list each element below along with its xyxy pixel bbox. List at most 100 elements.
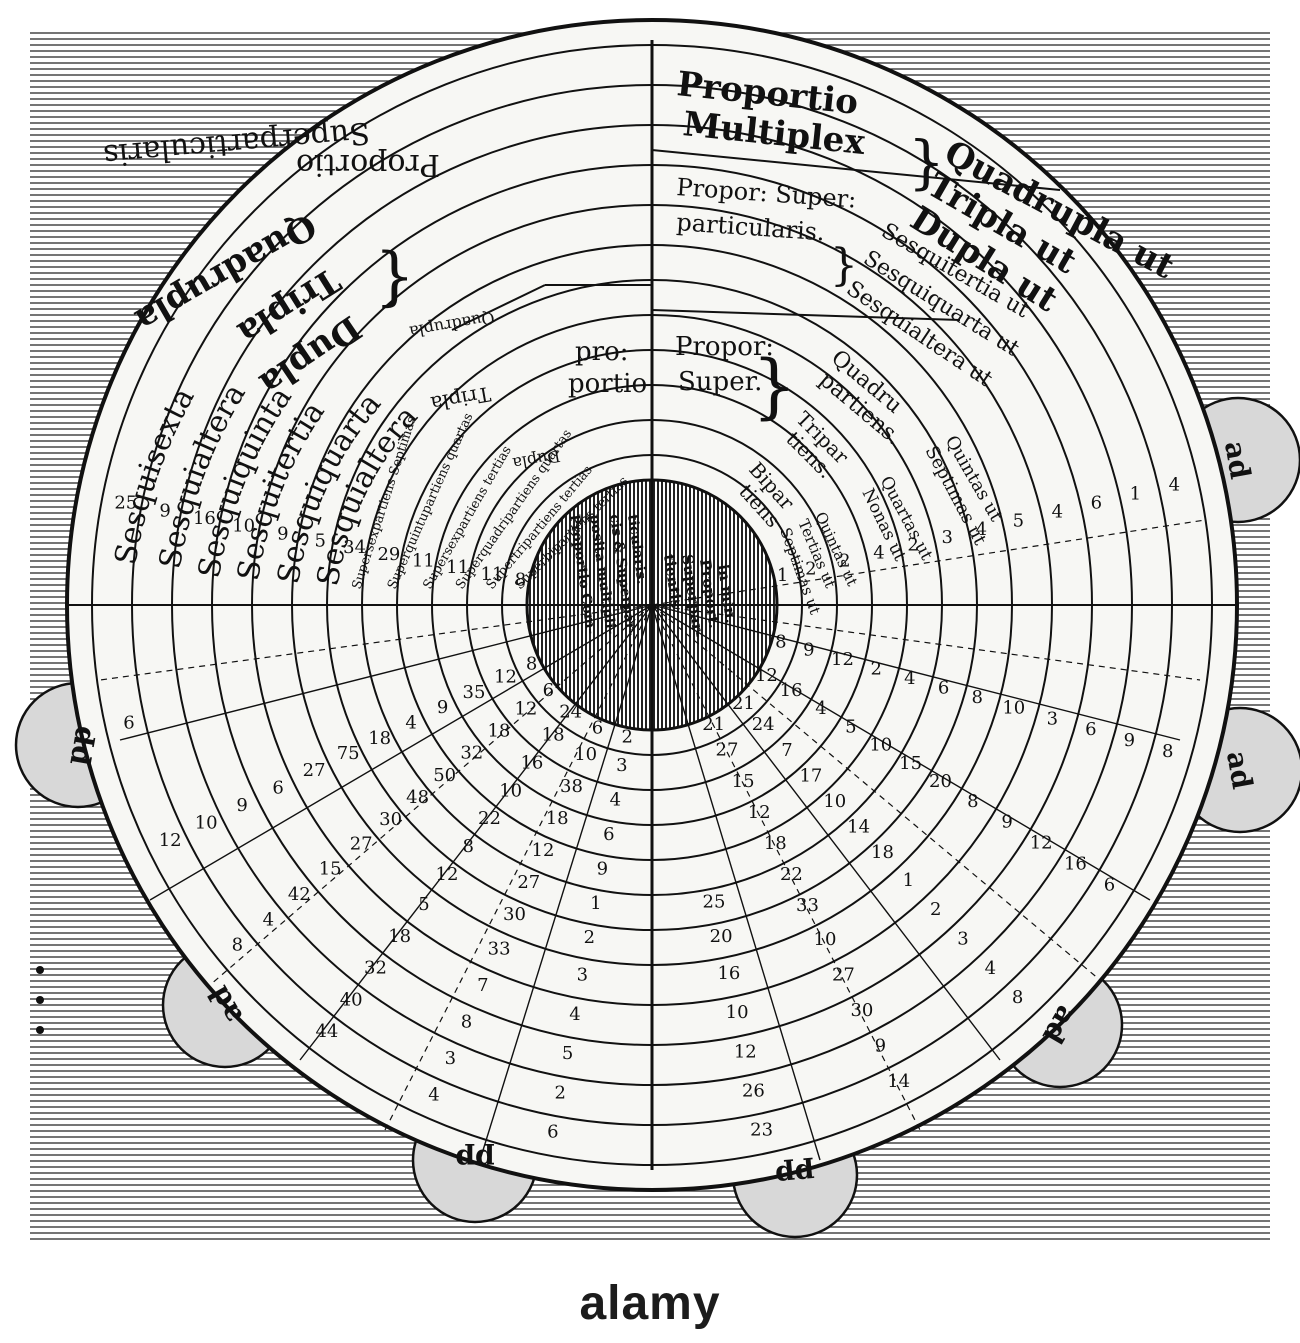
ring-number: 16: [1064, 853, 1087, 874]
ring-number: 12: [1030, 833, 1053, 854]
ring-number: 30: [503, 904, 526, 925]
ring-number: 20: [710, 926, 733, 947]
ring-number: 4: [263, 909, 274, 930]
ring-number: 2: [805, 558, 816, 579]
multiplex-brace: }: [908, 128, 945, 196]
ring-number: 12: [436, 864, 459, 885]
ring-number: 9: [1001, 812, 1012, 833]
ring-number: 29: [377, 544, 400, 565]
ring-number: 18: [871, 842, 894, 863]
lobe-label: ad: [1220, 749, 1259, 792]
ring-number: 38: [560, 776, 583, 797]
right-superpartiens-block: Propor: Super. } Quadru partiens. Quinta…: [675, 332, 1007, 617]
ring-number: 48: [406, 787, 429, 808]
ring-number: 10: [232, 516, 255, 537]
ring-number: 1: [777, 565, 788, 586]
ring-number: 32: [364, 958, 387, 979]
ring-number: 27: [350, 833, 373, 854]
ring-number: 1: [903, 870, 914, 891]
ring-number: 22: [780, 864, 803, 885]
ring-number: 3: [941, 527, 952, 548]
ring-number: 2: [554, 1082, 565, 1103]
left-inner-title-1: pro:: [575, 337, 629, 367]
ring-number: 5: [418, 894, 429, 915]
ring-number: 8: [461, 1012, 472, 1033]
ring-number: 24: [752, 714, 775, 735]
ring-number: 4: [873, 543, 884, 564]
left-super-title-1: Proportio: [296, 147, 440, 182]
ring-number: 40: [340, 989, 363, 1010]
ring-number: 12: [831, 649, 854, 670]
ring-number: 9: [1124, 730, 1135, 751]
ring-number: 10: [499, 780, 522, 801]
ring-number: 27: [303, 760, 326, 781]
ring-number: 12: [494, 667, 517, 688]
ring-number: 6: [543, 680, 554, 701]
lobe-label: pp: [774, 1156, 816, 1192]
ring-number: 22: [478, 808, 501, 829]
ring-number: 3: [616, 755, 627, 776]
ring-number: 4: [405, 713, 416, 734]
ring-number: 6: [1085, 719, 1096, 740]
ring-number: 9: [159, 500, 170, 521]
ring-number: 2: [839, 551, 850, 572]
ring-number: 44: [315, 1021, 338, 1042]
ring-number: 10: [726, 1002, 749, 1023]
ring-number: 33: [488, 939, 511, 960]
ring-number: 6: [547, 1122, 558, 1143]
ring-number: 18: [368, 728, 391, 749]
lobe-label: pp: [455, 1143, 494, 1176]
ring-number: 11: [446, 557, 469, 578]
ring-number: 8: [1162, 741, 1173, 762]
ring-number: 3: [445, 1048, 456, 1069]
ring-number: 6: [1091, 492, 1102, 513]
ring-number: 12: [159, 830, 182, 851]
ring-number: 15: [319, 859, 342, 880]
ring-number: 8: [462, 836, 473, 857]
ring-number: 3: [957, 929, 968, 950]
ring-number: 2: [930, 899, 941, 920]
ring-number: 4: [1052, 501, 1063, 522]
ring-number: 4: [985, 958, 996, 979]
right-lower-numbers: 8963108642129861612982015105416128432118…: [702, 632, 1173, 1141]
ring-number: 50: [433, 765, 456, 786]
ring-number: 33: [796, 895, 819, 916]
ring-number: 10: [1002, 697, 1025, 718]
ring-number: 8: [232, 935, 243, 956]
ring-number: 2: [621, 727, 632, 748]
ring-number: 4: [428, 1085, 439, 1106]
ring-number: 10: [814, 929, 837, 950]
ring-number: 30: [850, 1000, 873, 1021]
ring-number: 5: [562, 1043, 573, 1064]
upper-separators: [451, 149, 1061, 331]
ring-number: 4: [569, 1004, 580, 1025]
ring-number: 18: [388, 926, 411, 947]
ring-number: 6: [592, 717, 603, 738]
ring-number: 25: [703, 892, 726, 913]
watermark-bar: alamy: [0, 1262, 1300, 1343]
ring-number: 15: [899, 753, 922, 774]
ring-number: 25: [114, 493, 137, 514]
ring-number: 9: [236, 795, 247, 816]
ring-number: 8: [1012, 987, 1023, 1008]
ring-number: 34: [343, 537, 366, 558]
ring-number: 6: [123, 713, 134, 734]
ring-number: 4: [976, 519, 987, 540]
ring-number: 24: [559, 702, 582, 723]
left-inner-multiplex: pro: portio Quadrupla Tripla Dupla: [408, 308, 648, 473]
ring-number: 12: [734, 1041, 757, 1062]
ring-number: 5: [845, 716, 856, 737]
left-inner-title-2: portio: [568, 369, 647, 399]
ring-number: 14: [887, 1071, 910, 1092]
ring-number: 18: [546, 808, 569, 829]
ring-number: 1: [1130, 483, 1141, 504]
ring-number: 10: [823, 791, 846, 812]
ring-number: 32: [460, 743, 483, 764]
ring-number: 2: [907, 535, 918, 556]
ring-number: 11: [412, 551, 435, 572]
ring-number: 10: [195, 812, 218, 833]
ring-number: 4: [904, 668, 915, 689]
